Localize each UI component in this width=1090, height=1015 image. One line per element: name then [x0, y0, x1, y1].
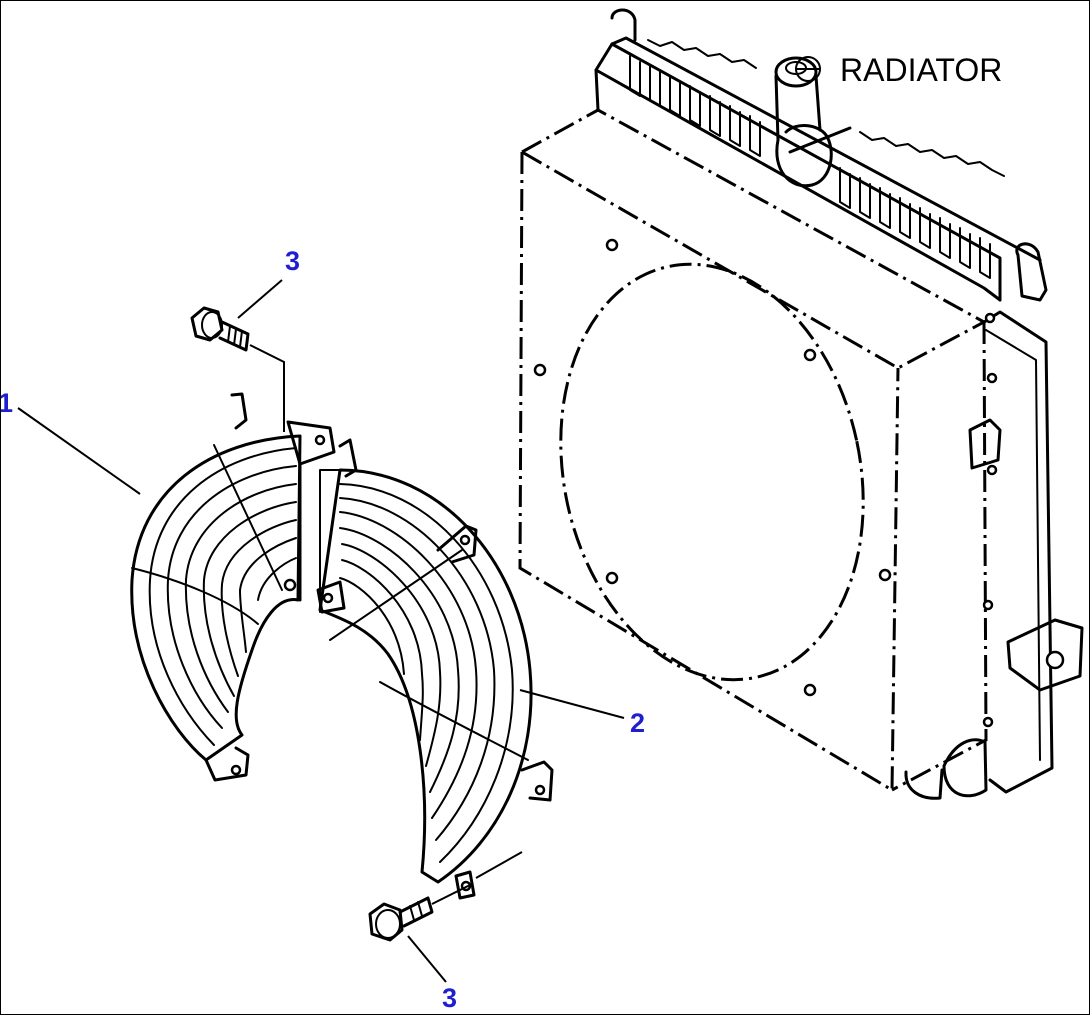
fan-guard-right [316, 438, 554, 900]
radiator-upper-tank [594, 8, 1048, 302]
tank-fins [629, 39, 1005, 279]
radiator-label: RADIATOR [840, 52, 1002, 88]
filler-neck [774, 56, 852, 188]
radiator-reference: RADIATOR [795, 52, 1002, 88]
radiator: RADIATOR [518, 8, 1084, 800]
callout-2: 2 [519, 689, 645, 738]
callout-3-upper: 3 [237, 246, 300, 319]
ref-circle-icon [795, 56, 821, 82]
callout-2-number: 2 [630, 708, 645, 738]
callout-3-upper-number: 3 [285, 246, 300, 276]
callout-3-lower-number: 3 [442, 983, 457, 1013]
callout-1-number: 1 [0, 388, 13, 418]
bolt-upper [190, 306, 285, 432]
fan-guard-left [130, 392, 336, 782]
callout-1: 1 [0, 388, 141, 495]
bolt-lower [368, 851, 523, 942]
radiator-core [518, 108, 1084, 800]
callout-3-lower: 3 [407, 935, 457, 1013]
